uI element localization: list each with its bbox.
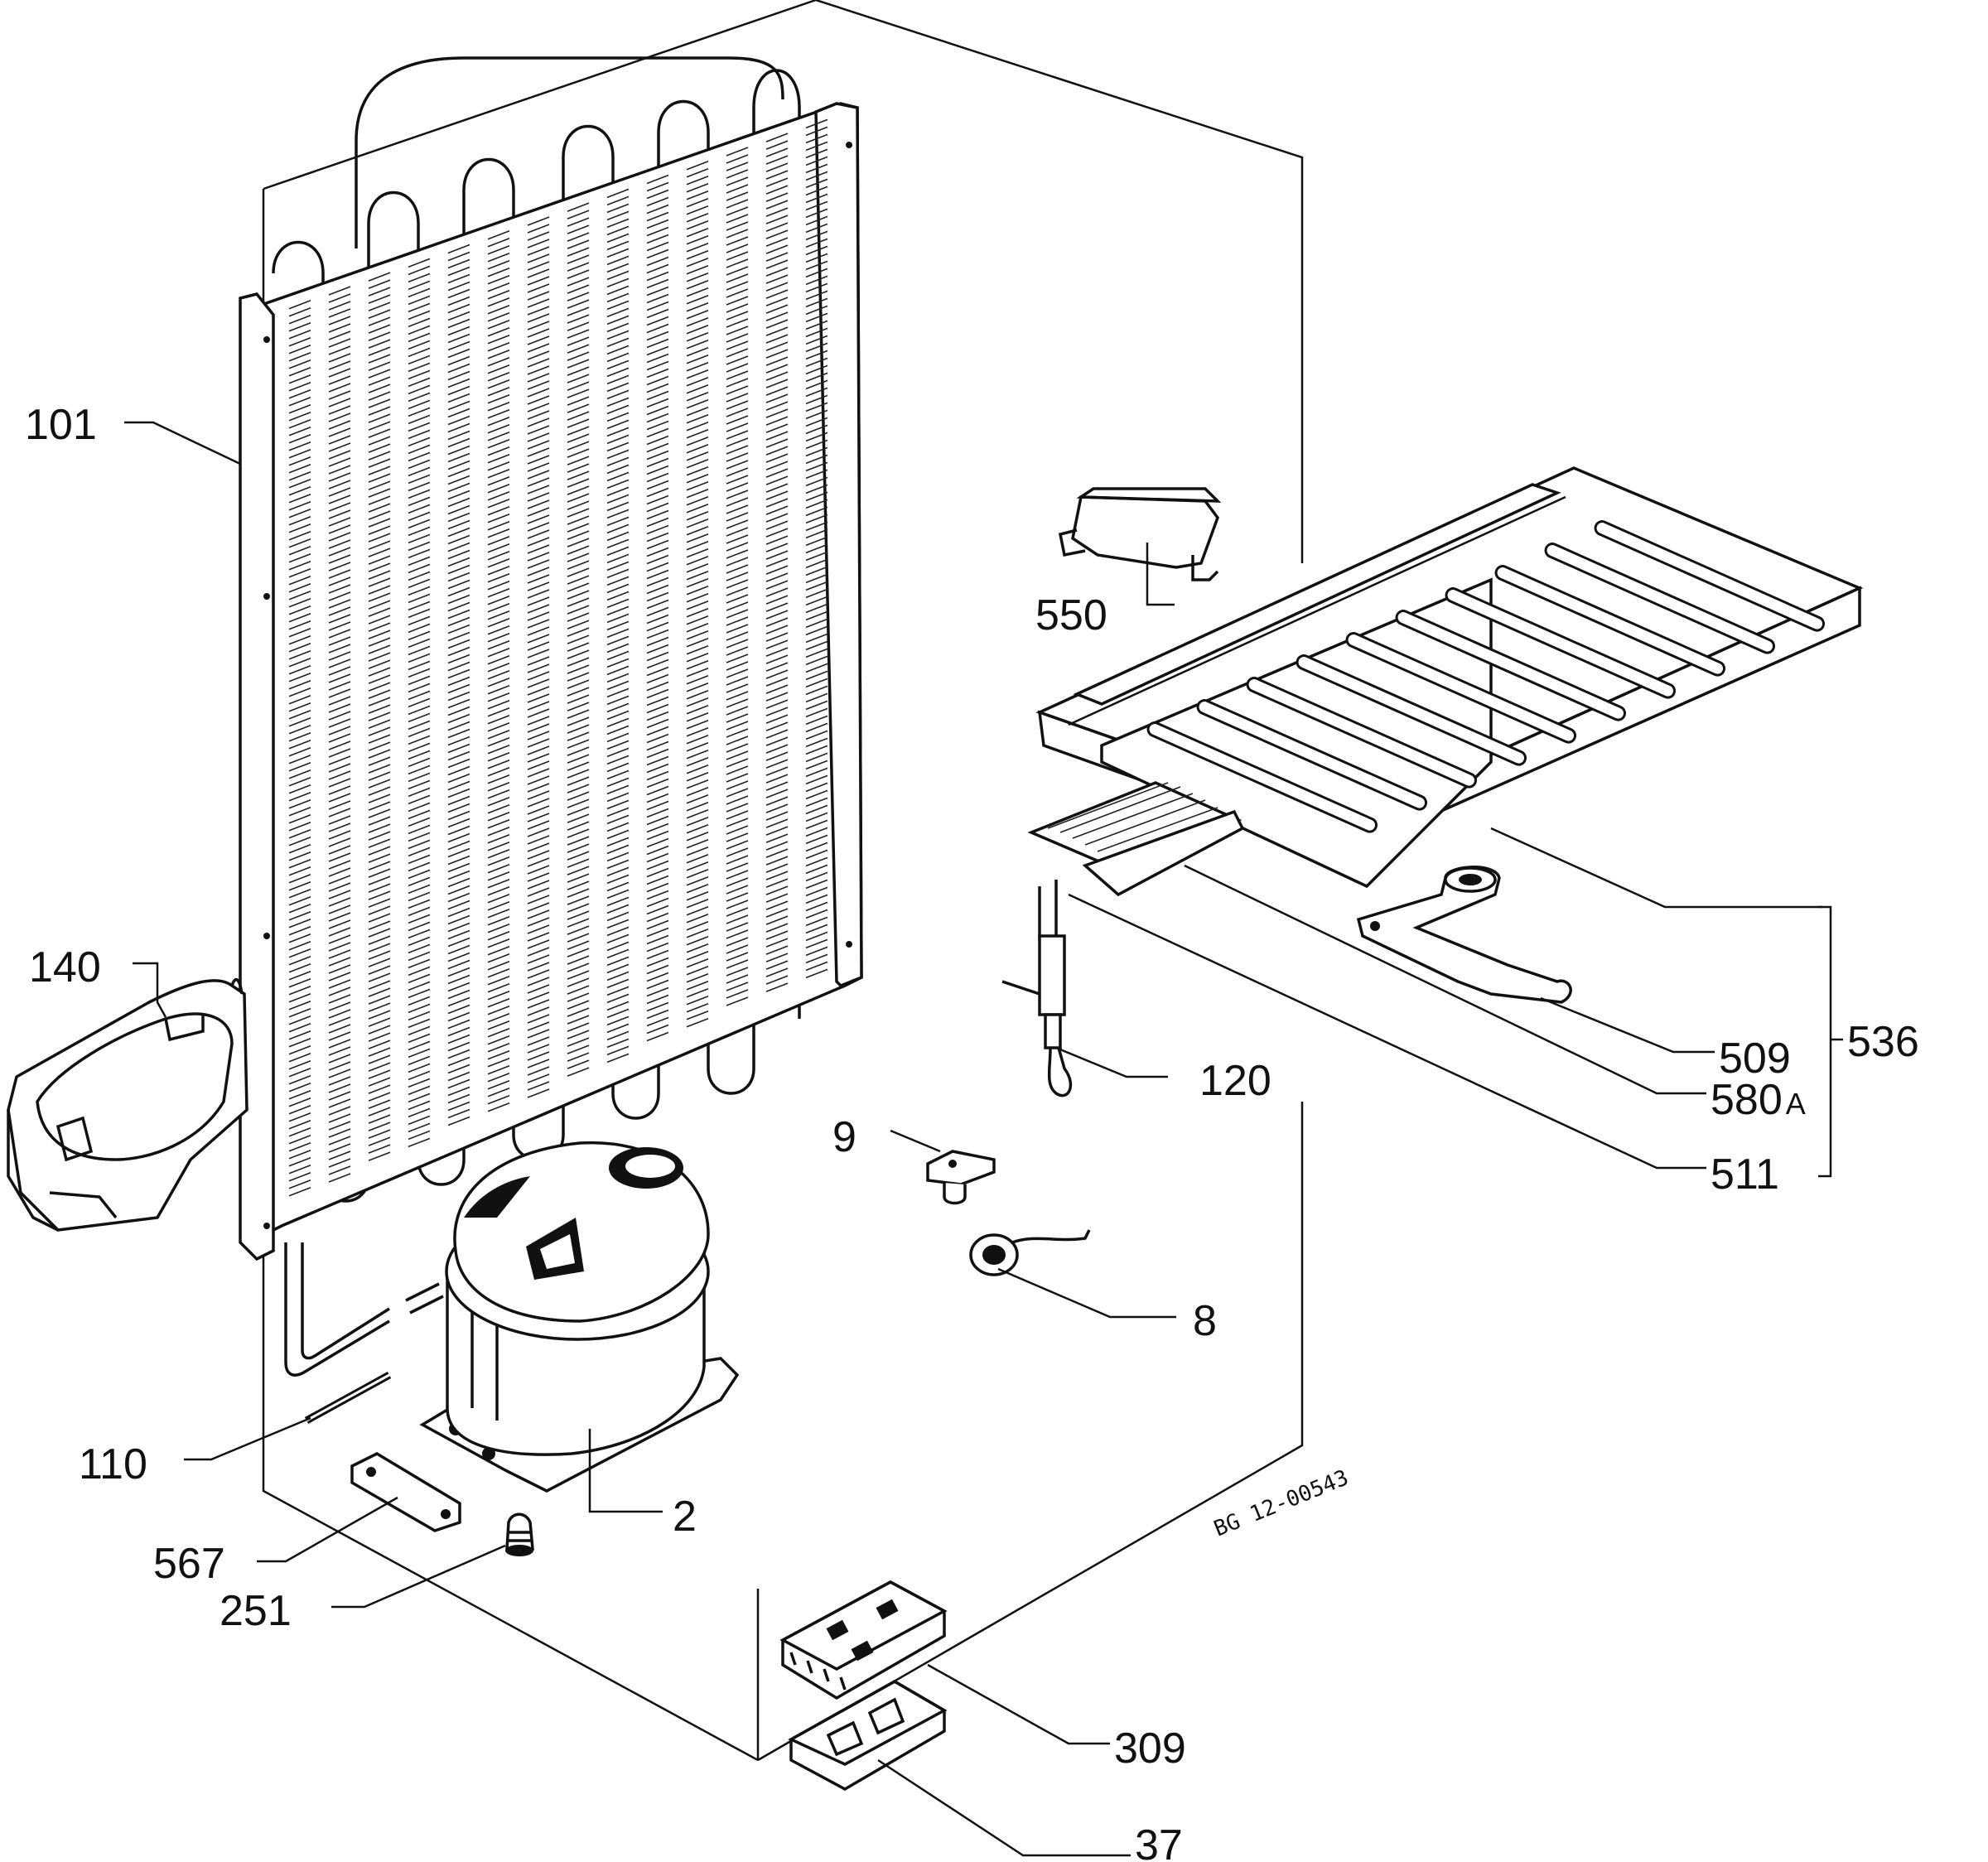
label-37: 37 (1135, 1821, 1183, 1862)
compressor-2[interactable] (419, 1141, 740, 1493)
thermostat-120[interactable] (1001, 880, 1073, 1097)
label-2: 2 (673, 1493, 697, 1541)
bracket-567[interactable] (350, 1452, 461, 1532)
label-251: 251 (220, 1587, 292, 1635)
label-120: 120 (1199, 1057, 1271, 1105)
leader-lines (124, 421, 1843, 1857)
terminal-block-309[interactable] (779, 1580, 948, 1700)
label-140: 140 (29, 943, 101, 991)
label-550: 550 (1035, 591, 1107, 639)
condenser-fin-hatching (288, 118, 828, 1197)
label-511: 511 (1711, 1150, 1779, 1199)
label-110: 110 (79, 1440, 147, 1488)
terminal-cover-37[interactable] (788, 1679, 948, 1792)
label-8: 8 (1193, 1297, 1217, 1345)
drier-tube-110[interactable] (304, 1372, 392, 1424)
condenser-101[interactable] (239, 56, 863, 1377)
shelf-assembly-536[interactable] (1027, 466, 1864, 897)
label-309: 309 (1114, 1725, 1186, 1773)
label-509: 509 (1719, 1035, 1791, 1083)
shelf-slots (1146, 520, 1826, 833)
label-9: 9 (832, 1113, 856, 1161)
lamp-socket-8[interactable] (969, 1229, 1091, 1276)
label-101: 101 (25, 401, 97, 449)
lamp-cover-550[interactable] (1058, 487, 1222, 581)
drawing-code: BG 12-00543 (1210, 1465, 1352, 1541)
label-536: 536 (1847, 1018, 1919, 1066)
grommet-251[interactable] (505, 1512, 534, 1556)
drip-tray-140[interactable] (7, 977, 248, 1232)
switch-9[interactable] (926, 1150, 996, 1205)
label-567: 567 (153, 1540, 225, 1588)
shelf-support-509[interactable] (1356, 866, 1572, 1004)
